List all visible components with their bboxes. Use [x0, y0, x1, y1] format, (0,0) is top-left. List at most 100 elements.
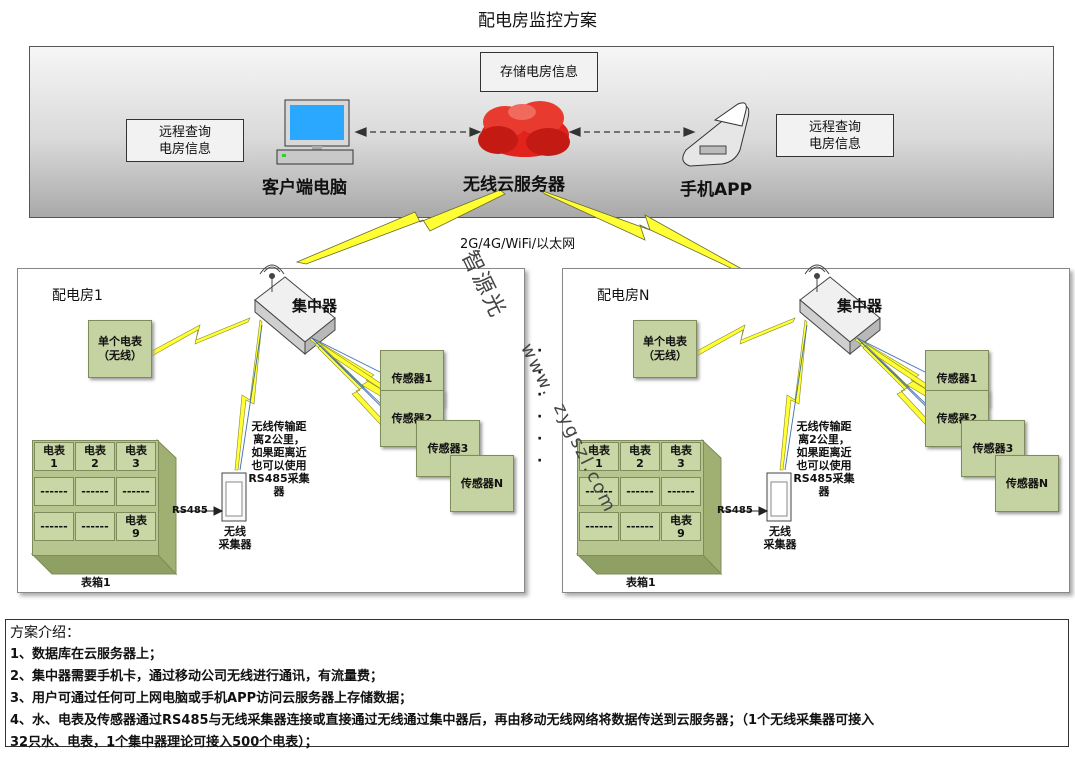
- meter-cell: ------: [34, 512, 74, 541]
- note-n-l1: 无线传输距: [796, 420, 852, 433]
- collector-note-1: 无线传输距 离2公里， 如果距离近 也可以使用 RS485采集 器: [247, 420, 311, 498]
- meter-cell-text: ------: [40, 485, 68, 498]
- meter-cell-text: ------: [40, 520, 68, 533]
- rs485-label-n: RS485: [717, 505, 753, 516]
- meter-cell-text: 电表: [125, 443, 147, 457]
- collector-label-1: 无线 采集器: [212, 525, 258, 551]
- collector-label-n: 无线 采集器: [757, 525, 803, 551]
- meter-cell-text: 1: [50, 456, 58, 470]
- collector-1-l2: 采集器: [218, 538, 252, 551]
- note-1-l6: 器: [273, 485, 285, 498]
- intro-line-4: 4、水、电表及传感器通过RS485与无线采集器连接或直接通过无线通过集中器后，再…: [10, 713, 875, 728]
- meter-cell: ------: [116, 477, 156, 506]
- collector-icon: [766, 472, 792, 522]
- remote-query-right: 远程查询 电房信息: [776, 114, 894, 157]
- meter-cell-text: 电表: [84, 443, 106, 457]
- hub-label-n: 集中器: [837, 297, 883, 315]
- query-right-line2: 电房信息: [808, 136, 861, 152]
- intro-line-1: 1、数据库在云服务器上；: [10, 647, 163, 662]
- cabinet-label-n: 表箱1: [626, 576, 656, 589]
- client-label: 客户端电脑: [262, 178, 347, 198]
- collector-n-l1: 无线: [769, 525, 791, 538]
- meter-cell-text: 3: [132, 456, 140, 470]
- meter-cell-text: ------: [81, 485, 109, 498]
- meter-cell-text: ------: [585, 520, 613, 533]
- cabinet-label-1: 表箱1: [81, 576, 111, 589]
- rs485-label-1: RS485: [172, 505, 208, 516]
- intro-line-5: 32只水、电表，1个集中器理论可接入500个电表）；: [10, 735, 318, 750]
- intro-line-3: 3、用户可通过任何可上网电脑或手机APP访问云服务器上存储数据；: [10, 691, 413, 706]
- single-meter-n-line1: 单个电表: [643, 335, 687, 348]
- meter-cell-text: 电表: [670, 443, 692, 457]
- meter-cell-text: ------: [626, 520, 654, 533]
- app-label: 手机APP: [680, 180, 753, 200]
- computer-icon: [276, 99, 354, 165]
- meter-cell-text: 9: [132, 526, 140, 540]
- meter-cell-text: ------: [122, 485, 150, 498]
- single-meter-1: 单个电表 （无线）: [88, 320, 152, 378]
- collector-1-l1: 无线: [224, 525, 246, 538]
- sensor-1-n: 传感器N: [450, 455, 514, 512]
- collector-icon: [221, 472, 247, 522]
- note-1-l3: 如果距离近: [251, 446, 307, 459]
- scheme-intro: 方案介绍： 1、数据库在云服务器上； 2、集中器需要手机卡，通过移动公司无线进行…: [5, 619, 1069, 750]
- note-1-l1: 无线传输距: [251, 420, 307, 433]
- hub-icon: [254, 264, 336, 356]
- sensor-n-n: 传感器N: [995, 455, 1059, 512]
- note-n-l2: 离2公里，: [798, 433, 850, 446]
- note-n-l3: 如果距离近: [796, 446, 852, 459]
- phone-icon: [682, 102, 750, 167]
- meter-cell-text: 电表: [43, 443, 65, 457]
- meter-cell-text: ------: [667, 485, 695, 498]
- note-n-l6: 器: [818, 485, 830, 498]
- meter-cell: ------: [75, 512, 115, 541]
- meter-cell: ------: [579, 512, 619, 541]
- meter-cell: ------: [620, 477, 660, 506]
- meter-cell-text: 电表: [629, 443, 651, 457]
- network-bolts: [295, 189, 741, 271]
- note-1-l2: 离2公里，: [253, 433, 305, 446]
- intro-line-2: 2、集中器需要手机卡，通过移动公司无线进行通讯，有流量费；: [10, 669, 384, 684]
- remote-query-left: 远程查询 电房信息: [126, 119, 244, 162]
- meter-cell-text: ------: [585, 485, 613, 498]
- query-left-line1: 远程查询: [158, 124, 211, 140]
- collector-note-n: 无线传输距 离2公里， 如果距离近 也可以使用 RS485采集 器: [792, 420, 856, 498]
- cloud-label: 无线云服务器: [463, 175, 565, 195]
- page-title: 配电房监控方案: [478, 11, 597, 31]
- meter-cell: ------: [75, 477, 115, 506]
- room-n-label: 配电房N: [597, 288, 650, 304]
- hub-icon: [799, 264, 881, 356]
- meter-cell-text: 9: [677, 526, 685, 540]
- meter-cell: ------: [579, 477, 619, 506]
- meter-cell: ------: [620, 512, 660, 541]
- meter-cell-text: ------: [81, 520, 109, 533]
- meter-cell: ------: [34, 477, 74, 506]
- meter-cell-text: 2: [636, 456, 644, 470]
- intro-heading: 方案介绍：: [10, 625, 80, 641]
- single-meter-n-line2: （无线）: [643, 349, 687, 362]
- room-1-label: 配电房1: [52, 288, 103, 304]
- meter-cell-text: 1: [595, 456, 603, 470]
- hub-label-1: 集中器: [292, 297, 338, 315]
- meter-cell-text: 电表: [588, 443, 610, 457]
- meter-cell-text: 3: [677, 456, 685, 470]
- query-left-line2: 电房信息: [158, 141, 211, 157]
- meter-cell-text: 电表: [125, 513, 147, 527]
- meter-cell-text: 2: [91, 456, 99, 470]
- note-n-l4: 也可以使用: [796, 459, 852, 472]
- ellipsis-dots: ······: [537, 343, 543, 469]
- single-meter-1-line2: （无线）: [98, 349, 142, 362]
- note-n-l5: RS485采集: [793, 472, 855, 485]
- link-arrows: [354, 127, 696, 137]
- network-label: 2G/4G/WiFi/以太网: [460, 237, 576, 252]
- single-meter-1-line1: 单个电表: [98, 335, 142, 348]
- cloud-icon: [478, 101, 570, 157]
